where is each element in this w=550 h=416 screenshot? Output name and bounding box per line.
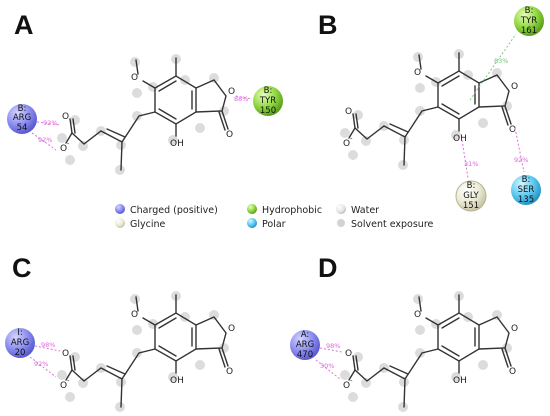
svg-text:150: 150: [260, 106, 276, 116]
residue-arg-470: A: ARG 470: [290, 330, 320, 360]
svg-text:54: 54: [17, 123, 28, 133]
atom-label: O: [511, 324, 518, 334]
svg-text:Hydrophobic: Hydrophobic: [262, 205, 322, 216]
hbond-line: [31, 132, 57, 151]
atom-label: O: [343, 139, 350, 149]
atom-label: O: [509, 367, 516, 377]
panel-letter: C: [12, 253, 32, 283]
atom-label: O: [343, 381, 350, 391]
residue-arg-54: B: ARG 54: [7, 104, 37, 134]
svg-text:Solvent exposure: Solvent exposure: [351, 219, 434, 230]
svg-text:135: 135: [518, 195, 534, 205]
legend-item-charged: Charged (positive): [115, 204, 218, 216]
legend-item-polar: Polar: [247, 218, 286, 230]
svg-text:ARG: ARG: [13, 113, 31, 123]
residue-arg-20: I: ARG 20: [5, 328, 35, 358]
charge-label: -: [67, 140, 70, 148]
panel-b: B O O O OH O O - 83% 31% 92% B: TYR 161 …: [318, 6, 544, 212]
legend-item-glycine: Glycine: [115, 218, 166, 230]
atom-label: OH: [453, 134, 467, 144]
svg-text:ARG: ARG: [11, 338, 29, 348]
svg-text:GLY: GLY: [463, 191, 479, 201]
percent-label: 98%: [326, 342, 340, 350]
atom-label: OH: [170, 139, 184, 149]
residue-ser-135: B: SER 135: [511, 175, 541, 205]
percent-label: 83%: [494, 57, 508, 65]
svg-text:470: 470: [297, 350, 313, 360]
hbond-line: [34, 345, 61, 352]
atom-label: O: [62, 349, 69, 359]
svg-text:Glycine: Glycine: [130, 219, 166, 230]
atom-label: O: [414, 68, 421, 78]
percent-label: 88%: [234, 95, 248, 103]
legend-item-hydrophobic: Hydrophobic: [247, 204, 322, 216]
svg-text:161: 161: [521, 26, 537, 36]
residue-tyr-150: B: TYR 150: [253, 86, 283, 116]
svg-text:TYR: TYR: [259, 96, 276, 106]
charge-label: -: [67, 377, 70, 385]
svg-text:B:: B:: [467, 181, 476, 191]
atom-label: OH: [453, 376, 467, 386]
svg-text:I:: I:: [17, 328, 22, 338]
legend-item-solvent-exposure: Solvent exposure: [337, 219, 434, 230]
percent-label: 92%: [38, 136, 52, 144]
charge-label: -: [350, 377, 353, 385]
svg-text:Polar: Polar: [262, 219, 286, 230]
svg-text:Charged (positive): Charged (positive): [130, 205, 218, 216]
hbond-line: [461, 139, 469, 179]
panel-letter: A: [14, 10, 34, 40]
atom-label: O: [228, 324, 235, 334]
percent-label: 92%: [34, 360, 48, 368]
residue-tyr-161: B: TYR 161: [514, 6, 544, 36]
svg-text:151: 151: [463, 201, 479, 211]
panel-letter: B: [318, 10, 338, 40]
atom-label: O: [511, 82, 518, 92]
atom-label: O: [62, 112, 69, 122]
atom-label: O: [226, 130, 233, 140]
legend-item-water: Water: [336, 204, 379, 216]
svg-text:SER: SER: [518, 185, 535, 195]
percent-label: 98%: [41, 341, 55, 349]
atom-label: O: [131, 73, 138, 83]
svg-text:Water: Water: [351, 205, 379, 216]
hbond-line: [315, 359, 341, 380]
atom-label: O: [509, 125, 516, 135]
atom-label: O: [60, 381, 67, 391]
svg-text:TYR: TYR: [520, 16, 537, 26]
atom-label: O: [345, 107, 352, 117]
atom-label: O: [345, 349, 352, 359]
svg-text:B:: B:: [18, 104, 27, 114]
pi-interaction-line: [469, 33, 517, 101]
atom-label: O: [131, 310, 138, 320]
svg-text:A:: A:: [301, 330, 310, 340]
panel-a: A O O O OH O O - 88% 92% 92% B: ARG 54 B…: [7, 10, 283, 176]
residue-gly-151: B: GLY 151: [455, 180, 487, 212]
panel-c: C O O O OH O O - 98% 92% I: ARG 20: [5, 253, 235, 413]
svg-text:B:: B:: [525, 6, 534, 16]
panel-d: D O O O OH O O - 98% 30% A: ARG 470: [290, 253, 518, 413]
svg-text:20: 20: [15, 348, 26, 358]
atom-label: OH: [170, 376, 184, 386]
atom-label: O: [226, 367, 233, 377]
atom-label: O: [60, 144, 67, 154]
svg-text:ARG: ARG: [296, 340, 314, 350]
hbond-line: [235, 95, 253, 100]
panel-letter: D: [318, 253, 338, 283]
hbond-line: [514, 127, 525, 173]
legend: Charged (positive) Glycine Hydrophobic P…: [115, 204, 434, 230]
percent-label: 30%: [320, 362, 334, 370]
percent-label: 92%: [43, 119, 57, 127]
percent-label: 92%: [514, 156, 528, 164]
charge-label: -: [350, 135, 353, 143]
percent-label: 31%: [464, 160, 478, 168]
hbond-line: [29, 356, 57, 378]
svg-text:B:: B:: [522, 175, 531, 185]
svg-text:B:: B:: [264, 86, 273, 96]
atom-label: O: [228, 87, 235, 97]
atom-label: O: [414, 310, 421, 320]
